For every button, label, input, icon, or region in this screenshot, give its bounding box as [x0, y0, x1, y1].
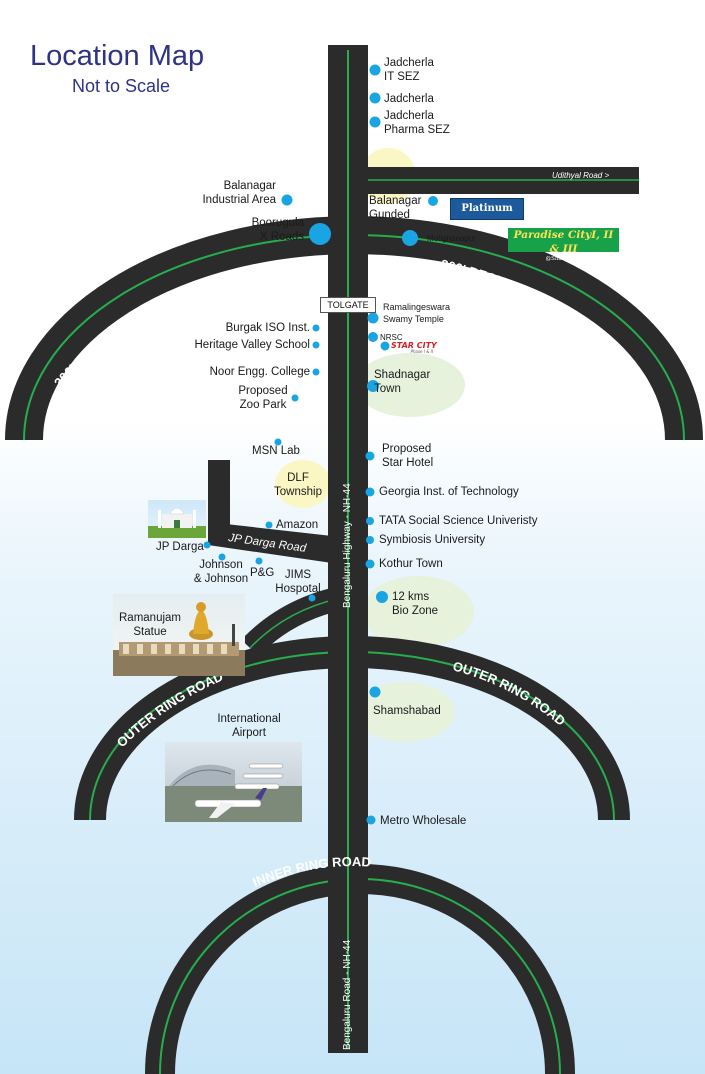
dot-jims [308, 594, 316, 602]
dot-shadnagar [367, 380, 379, 392]
highlight-biozone [362, 576, 474, 648]
dot-heritage [312, 341, 320, 349]
dot-tata [366, 517, 374, 525]
dot-jp-darga [203, 541, 211, 549]
dot-ramalingeswara [367, 312, 379, 324]
highlight-shamshabad [355, 682, 455, 742]
dot-bio-zone [376, 591, 388, 603]
label-symbiosis: Symbiosis University [379, 534, 486, 546]
label-zoo-park: Proposed Zoo Park [238, 385, 288, 411]
paradise-city-sub: @Shadnagar [545, 256, 582, 262]
tolgate-sign: TOLGATE [320, 297, 376, 313]
dot-balanagar-industrial [281, 194, 293, 206]
label-boorugula: Boorugula X Roads [251, 217, 304, 243]
paradise-city-title: Paradise CityI, II & III [513, 229, 614, 255]
dot-zoo-park [291, 394, 299, 402]
bengaluru-road-label: Bengaluru Road - NH-44 [342, 939, 353, 1050]
dot-jadcherla [369, 92, 381, 104]
label-balanagar-industrial: Balanagar Industrial Area [202, 180, 276, 206]
udithyal-road [362, 167, 639, 194]
dot-burgak [312, 324, 320, 332]
highlight-shadnagar [355, 353, 465, 417]
label-star-hotel: Proposed Star Hotel [382, 443, 434, 469]
star-city-sub: Phase I & II [410, 349, 433, 354]
jp-darga-image [148, 500, 206, 538]
label-msn-lab: MSN Lab [252, 445, 300, 457]
label-jims: JIMS Hospotal [275, 569, 321, 595]
dot-nrsc [368, 332, 378, 342]
dot-kothur [365, 559, 375, 569]
label-tata: TATA Social Science Univeristy [379, 515, 538, 527]
label-jadcherla-it-sez: Jadcherla IT SEZ [384, 57, 434, 83]
map-subtitle: Not to Scale [72, 76, 171, 96]
label-heritage: Heritage Valley School [194, 339, 311, 351]
dot-noor [312, 368, 320, 376]
label-ramalingeswara: Ramalingeswara Swamy Temple [383, 302, 451, 324]
dot-jadcherla-it-sez [369, 64, 381, 76]
dot-georgia [365, 487, 375, 497]
label-kothur: Kothur Town [379, 558, 443, 570]
dot-metro [366, 815, 376, 825]
airport-image [165, 742, 302, 822]
map-title: Location Map [30, 40, 205, 72]
ramanujam-statue-image [113, 594, 245, 676]
paradise-city-badge: Paradise CityI, II & III @Shadnagar [508, 228, 619, 262]
label-ramanujam: Ramanujam Statue [119, 612, 181, 638]
label-pg: P&G [250, 567, 275, 579]
label-airport: International Airport [217, 713, 281, 739]
highlight-dlf [275, 460, 331, 508]
jp-darga-road [208, 460, 332, 563]
label-metro: Metro Wholesale [380, 815, 467, 827]
label-georgia: Georgia Inst. of Technology [379, 486, 519, 498]
dot-pg [255, 557, 263, 565]
dot-johnson [218, 553, 226, 561]
label-bio-zone: 12 kms Bio Zone [392, 591, 439, 617]
dot-balanagar-gunded [428, 196, 438, 206]
label-burgak: Burgak ISO Inst. [225, 322, 310, 334]
label-shadnagar: Shadnagar Town [374, 369, 431, 395]
highway-label: Bengaluru Highway - NH-44 [342, 483, 353, 608]
label-balanagar-gunded: Balanagar Gunded [369, 195, 422, 221]
label-amazon: Amazon [276, 519, 319, 531]
dot-star-hotel [365, 451, 375, 461]
dot-jadcherla-pharma [369, 116, 381, 128]
label-johnson: Johnson & Johnson [193, 559, 249, 585]
label-noor: Noor Engg. College [209, 366, 310, 378]
label-motighanapur: Motighanapur [427, 234, 476, 243]
dot-boorugula [309, 223, 331, 245]
dot-shamshabad [369, 686, 381, 698]
udithyal-road-label: Udithyal Road > [552, 171, 609, 180]
star-city-logo: STAR CITY Phase I & II [391, 341, 439, 355]
dot-motighanapur [402, 230, 418, 246]
label-shamshabad: Shamshabad [373, 705, 441, 717]
dot-amazon [265, 521, 273, 529]
dot-star-city [380, 341, 390, 351]
label-dlf: DLF Township [274, 472, 322, 498]
label-nrsc: NRSC [380, 333, 403, 342]
star-city-title: STAR CITY [391, 341, 437, 350]
dot-symbiosis [366, 536, 374, 544]
label-jadcherla: Jadcherla [384, 93, 434, 105]
dot-msn-lab [274, 438, 282, 446]
label-jadcherla-pharma-sez: Jadcherla Pharma SEZ [384, 110, 450, 136]
label-jp-darga: JP Darga [156, 541, 204, 553]
bengaluru-highway [328, 45, 368, 1053]
platinum-city-badge: Platinum City [450, 198, 524, 234]
